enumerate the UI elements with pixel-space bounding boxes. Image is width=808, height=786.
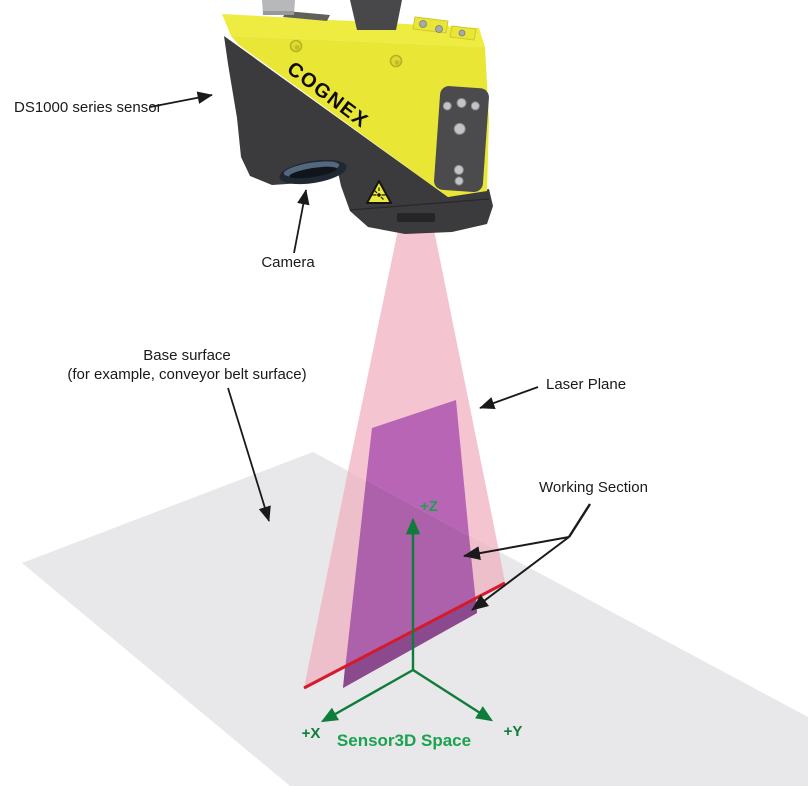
annotation-arrows (149, 91, 592, 611)
base-surface-label-line2: (for example, conveyor belt surface) (67, 366, 306, 383)
working-section-over-base (343, 480, 477, 688)
working-section-arrow-lower (471, 536, 570, 611)
sensor3d-axes (320, 517, 494, 723)
working-section-label: Working Section (539, 479, 648, 496)
axis-y-line (412, 668, 494, 722)
laser-aperture (397, 213, 435, 222)
camera-label: Camera (261, 254, 315, 271)
camera-window-icon (279, 159, 347, 185)
axis-x-line (320, 668, 414, 723)
base-surface-arrow (227, 387, 271, 522)
working-section-plane (343, 400, 477, 688)
ds1000-arrow (149, 91, 213, 108)
axis-x-label: +X (302, 725, 321, 742)
working-section-below-laser-line (343, 599, 477, 688)
laser-warning-triangle-icon (366, 180, 392, 204)
working-section-arrow-upper (463, 536, 570, 561)
top-vent-slot (283, 11, 330, 21)
laser-plane-arrow (479, 386, 539, 410)
sensor-right-face (231, 36, 489, 197)
camera-arrow (293, 189, 310, 254)
ds1000-label: DS1000 series sensor (14, 99, 162, 116)
sensor-top-face (222, 14, 485, 47)
axis-y-label: +Y (504, 723, 523, 740)
axis-z-label: +Z (420, 498, 438, 515)
working-section-leader (567, 503, 592, 538)
laser-plane-label: Laser Plane (546, 376, 626, 393)
top-mounting-boss (412, 16, 477, 41)
sensor-nose-seam (349, 198, 490, 211)
base-surface-label-line1: Base surface (143, 347, 231, 364)
connector-panel (434, 86, 489, 193)
sensor: COGNEX (222, 0, 493, 234)
sensor-front-face (224, 36, 493, 234)
working-section-upper (366, 400, 469, 536)
power-connector (262, 0, 295, 15)
mounting-post (350, 0, 402, 30)
screw-hole (289, 39, 403, 68)
sensor3d-space-label: Sensor3D Space (337, 731, 471, 750)
